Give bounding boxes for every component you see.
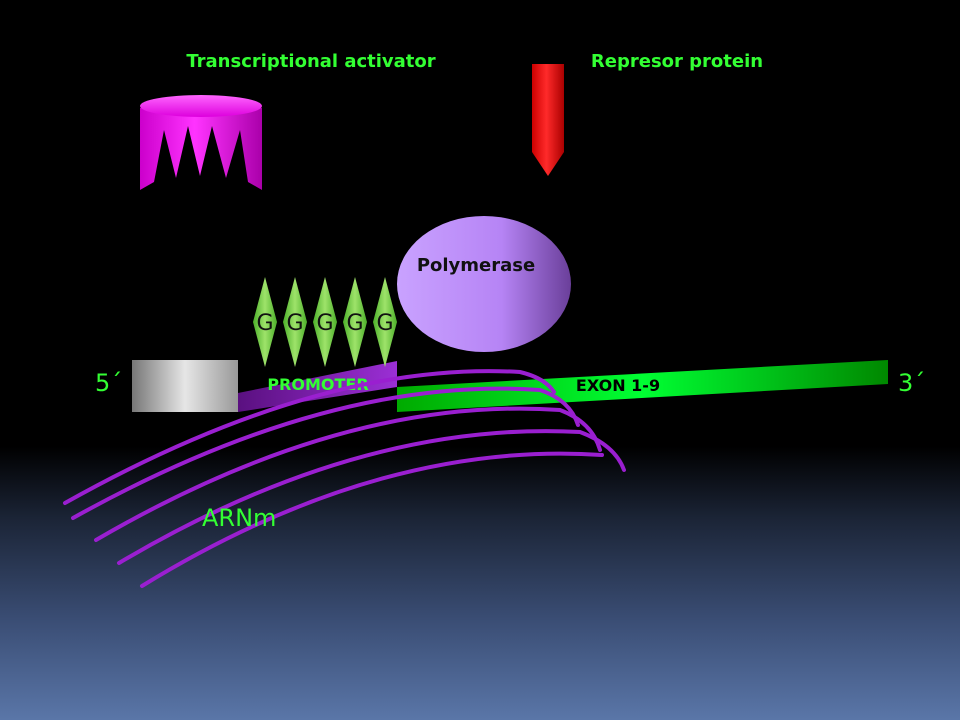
g-box-letter: G [256, 311, 273, 336]
three-prime-label: 3´ [898, 369, 925, 397]
polymerase-label: Polymerase [417, 255, 535, 276]
repressor-protein-shape [532, 64, 564, 176]
g-box-diamond [253, 277, 277, 367]
upstream-element-box [132, 360, 238, 412]
g-box-diamond [283, 277, 307, 367]
exon-label: EXON 1-9 [576, 376, 660, 395]
repressor-label: Represor protein [591, 51, 763, 72]
g-box-letter: G [346, 311, 363, 336]
g-box-letter: G [316, 311, 333, 336]
g-box-diamond [313, 277, 337, 367]
activator-label: Transcriptional activator [186, 51, 435, 72]
mrna-strands [63, 369, 626, 588]
mrna-strand [63, 369, 556, 505]
mrna-strand [94, 406, 602, 542]
g-box-letter: G [376, 311, 393, 336]
mrna-strand [117, 429, 626, 565]
promoter-band [238, 361, 397, 412]
exon-band [397, 360, 888, 412]
g-box-diamond [343, 277, 367, 367]
five-prime-label: 5´ [95, 369, 122, 397]
mrna-strand [71, 386, 580, 520]
mrna-label: ARNm [202, 504, 276, 532]
g-box-letter: G [286, 311, 303, 336]
g-box-diamond [373, 277, 397, 367]
polymerase-shape [397, 216, 571, 352]
mrna-strand [140, 451, 604, 588]
transcriptional-activator-shape [140, 95, 262, 190]
promoter-label: PROMOTER [267, 375, 368, 394]
